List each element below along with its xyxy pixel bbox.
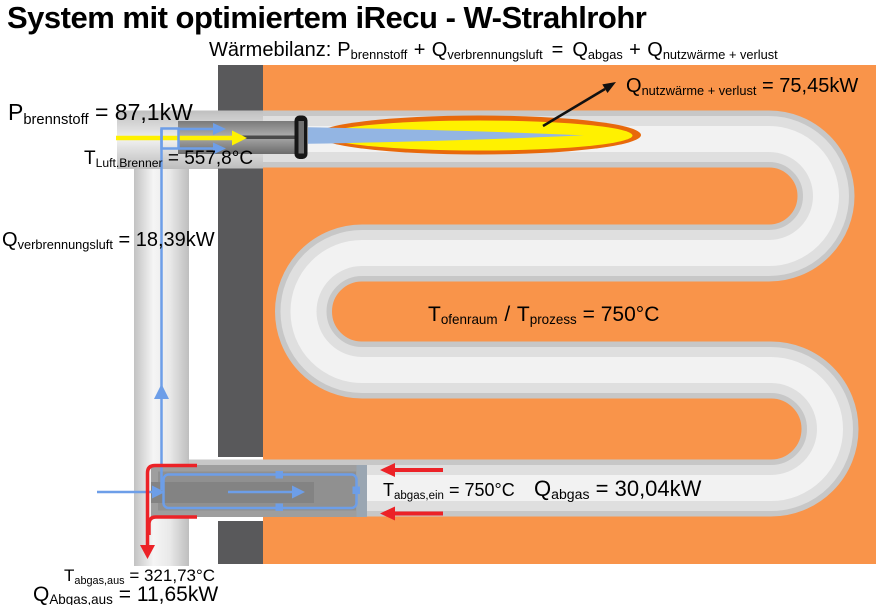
air-branch-top-head bbox=[213, 123, 226, 135]
combustion-air-flow bbox=[97, 123, 360, 511]
fuel-flow-arrow bbox=[116, 130, 247, 146]
exhaust-out-head bbox=[140, 545, 155, 559]
wall-top bbox=[218, 65, 263, 111]
wall-bottom bbox=[218, 521, 263, 564]
label-exhaust-out-temp: Tabgas,aus= 321,73°C bbox=[64, 566, 216, 587]
exhaust-out-path-top bbox=[145, 463, 197, 547]
label-exhaust-in-temp: Tabgas,ein= 750°C bbox=[383, 480, 515, 502]
furnace-wall bbox=[218, 65, 263, 564]
air-inlet-head bbox=[152, 485, 165, 499]
w-radiant-tube bbox=[117, 110, 859, 517]
annotation-arrow-head bbox=[602, 82, 616, 93]
label-useful-heat-loss: Qnutzwärme + verlust= 75,45kW bbox=[626, 75, 859, 99]
air-branch-bottom-head bbox=[213, 142, 226, 155]
useful-heat-annotation-arrow bbox=[542, 82, 616, 128]
label-combustion-air-heat: Qverbrennungsluft= 18,39kW bbox=[2, 229, 215, 253]
label-fuel-power: Pbrennstoff= 87,1kW bbox=[8, 99, 193, 128]
label-exhaust-out-heat: QAbgas,aus= 11,65kW bbox=[33, 583, 219, 605]
exhaust-flow bbox=[140, 463, 443, 559]
label-exhaust-heat: Qabgas= 30,04kW bbox=[534, 476, 702, 503]
air-manifold-outline bbox=[160, 127, 180, 150]
exhaust-in-top-head bbox=[380, 463, 395, 477]
exhaust-in-bottom-head bbox=[380, 506, 395, 521]
fuel-arrow-head bbox=[232, 130, 247, 146]
exhaust-out-path-bottom bbox=[147, 515, 197, 535]
page-title: System mit optimiertem iRecu - W-Strahlr… bbox=[7, 0, 647, 35]
equation-prefix: Wärmebilanz: bbox=[209, 39, 332, 61]
heat-balance-equation: Wärmebilanz:Pbrennstoff+Qverbrennungsluf… bbox=[209, 39, 778, 63]
burner-gas-lance bbox=[233, 135, 297, 139]
air-node-end bbox=[352, 486, 360, 494]
flame-core bbox=[308, 127, 584, 144]
annotation-arrow-line bbox=[542, 87, 606, 128]
label-burner-air-temp: TLuft.Brenner= 557,8°C bbox=[84, 148, 254, 170]
air-node-top bbox=[275, 471, 283, 479]
air-up-arrow-head bbox=[154, 384, 169, 399]
wall-middle bbox=[218, 168, 263, 457]
label-furnace-temp: Tofenraum/Tprozess= 750°C bbox=[428, 303, 660, 328]
tube-highlight bbox=[117, 126, 843, 501]
recuperator-end-cap bbox=[356, 465, 367, 517]
burner-nozzle-slit bbox=[298, 121, 304, 154]
air-node-bottom bbox=[275, 503, 283, 511]
air-core-head bbox=[292, 485, 305, 499]
flame bbox=[308, 115, 641, 155]
